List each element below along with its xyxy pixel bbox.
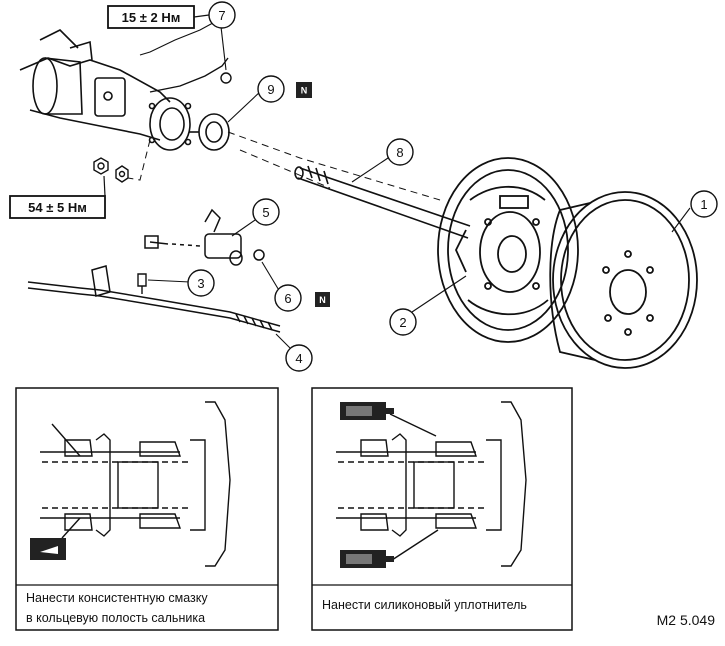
bracket-bolt (137, 273, 147, 294)
torque-label-left: 54 ± 5 Нм (9, 195, 106, 219)
badge-callout-6: N (315, 292, 330, 307)
svg-text:7: 7 (218, 8, 225, 23)
callout-9: 9 (257, 75, 285, 103)
svg-text:N: N (319, 295, 326, 305)
callout-8: 8 (386, 138, 414, 166)
oil-seal (189, 113, 230, 151)
wheel-cylinder (144, 208, 243, 266)
svg-text:2: 2 (399, 315, 406, 330)
callout-5: 5 (252, 198, 280, 226)
detail-panel-sealant: Нанести силиконовый уплотнитель (311, 387, 573, 631)
figure-id: M2 5.049 (657, 612, 716, 628)
callout-2: 2 (389, 308, 417, 336)
callout-7: 7 (208, 1, 236, 29)
svg-text:8: 8 (396, 145, 403, 160)
svg-text:1: 1 (700, 197, 707, 212)
svg-text:3: 3 (197, 276, 204, 291)
callout-4: 4 (285, 344, 313, 372)
nuts (93, 157, 129, 183)
half-shaft (294, 165, 471, 239)
callout-1: 1 (690, 190, 718, 218)
torque-left-leader (103, 175, 106, 197)
svg-text:9: 9 (267, 82, 274, 97)
svg-text:4: 4 (295, 351, 302, 366)
sealant-tube-icon-bottom (340, 550, 394, 568)
torque-label-top: 15 ± 2 Нм (107, 5, 195, 29)
axle-housing (19, 29, 192, 151)
parking-brake-cable (27, 265, 281, 333)
callout-leaders (139, 17, 691, 351)
assembly-dashes (127, 131, 441, 201)
torque-top-leader (193, 14, 210, 18)
svg-text:6: 6 (284, 291, 291, 306)
svg-text:5: 5 (262, 205, 269, 220)
sealant-tube-icon-top (340, 402, 394, 420)
badge-callout-9: N (296, 82, 312, 98)
seal-ring (253, 249, 265, 261)
brake-backing-plate (437, 157, 579, 343)
brake-pipe (149, 57, 232, 93)
brake-drum (549, 191, 698, 369)
grease-tube-icon (30, 538, 66, 560)
callout-6: 6 (274, 284, 302, 312)
svg-text:15 ± 2 Нм: 15 ± 2 Нм (122, 10, 181, 25)
detail-panel-grease: Нанести консистентную смазку в кольцевую… (15, 387, 279, 631)
panel1-caption-line2: в кольцевую полость сальника (26, 611, 205, 625)
callout-3: 3 (187, 269, 215, 297)
svg-text:N: N (301, 86, 308, 96)
svg-text:54 ± 5 Нм: 54 ± 5 Нм (28, 200, 87, 215)
panel2-caption-line1: Нанести силиконовый уплотнитель (322, 598, 527, 612)
panel1-caption-line1: Нанести консистентную смазку (26, 591, 208, 605)
